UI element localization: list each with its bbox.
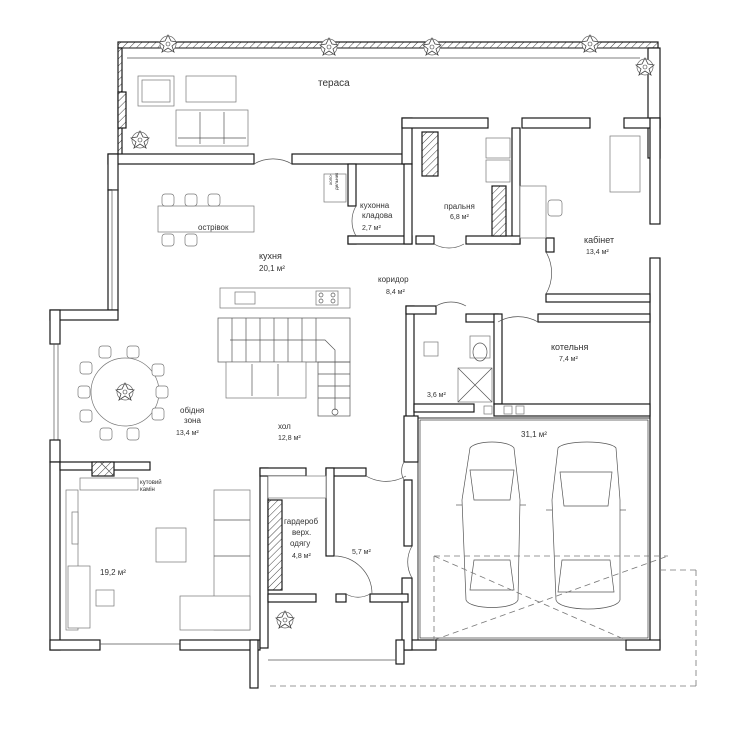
fridge-icon [323,173,347,203]
washer-icon [485,137,511,159]
laundry-furniture [421,131,511,237]
doors [253,158,552,598]
terrace-label: тераса [318,78,350,89]
living-area: 19,2 м² [100,568,126,577]
room-labels: тераса острівок кухня 20,1 м² кухонна кл… [100,78,614,577]
plant-icon [275,610,295,629]
corridor-area: 8,4 м² [386,289,405,296]
pantry-name-2: кладова [362,211,393,220]
fireplace-label: кутовий [140,479,162,486]
car-icon [456,441,526,608]
office-name: кабінет [584,235,614,245]
fridge-label: холо- [328,173,333,185]
hall-area: 12,8 м² [278,435,301,442]
island-label: острівок [198,223,229,232]
fireplace-label-2: камін [140,487,155,493]
boiler-area: 7,4 м² [559,356,578,363]
corridor-name: коридор [378,275,409,284]
garage [270,417,697,687]
office-furniture [519,135,641,239]
kitchen-island-icon [157,205,255,233]
terrace-sofa-icon [175,109,249,147]
car-icon [546,441,626,610]
terrace [117,41,661,159]
wardrobe [267,475,327,591]
toilet-icon [469,335,491,359]
bathroom [423,335,493,403]
wardrobe-name: гардероб [284,517,318,526]
desk-icon [519,185,547,239]
bath-area: 3,6 м² [427,392,446,399]
wardrobe-name-2: верх. [292,528,311,537]
hall-name: хол [278,422,291,431]
office-sofa-icon [609,135,641,193]
kitchen-area: 20,1 м² [259,264,285,273]
exterior-walls [49,117,661,651]
plant-icon [130,130,150,149]
wardrobe-name-3: одягу [290,539,310,548]
dryer-icon [485,159,511,183]
plant-icon [319,37,339,56]
coffee-table-icon [155,527,187,563]
boiler-name: котельня [551,342,588,352]
laundry-name: пральня [444,202,475,211]
interior-walls [59,127,651,649]
fireplace-icon [91,461,115,477]
office-area: 13,4 м² [586,249,609,256]
hall-sofa-icon [225,361,307,399]
vestibule-area: 5,7 м² [352,549,371,556]
staircase [217,317,351,417]
wardrobe-area: 4,8 м² [292,553,311,560]
coffee-table-icon [185,75,237,103]
fridge-label-2: дильник [334,173,339,190]
plant-icon [580,34,600,53]
pantry-area: 2,7 м² [362,225,381,232]
living-furniture [65,461,251,631]
plant-icon [422,37,442,56]
dining-name: обідня [180,406,204,415]
plant-icon [158,34,178,53]
laundry-area: 6,8 м² [450,214,469,221]
dining-name-2: зона [184,416,201,425]
tv-unit-icon [67,565,91,629]
dining-area: 13,4 м² [176,430,199,437]
kitchen-name: кухня [259,251,282,261]
pantry-name: кухонна [360,201,390,210]
garage-area: 31,1 м² [521,430,547,439]
sink-icon [423,341,439,357]
kitchen-furniture [157,173,351,309]
sink-icon [234,291,256,305]
dining-table [77,345,169,441]
office-chair-icon [547,199,563,217]
stove-icon [315,290,339,306]
